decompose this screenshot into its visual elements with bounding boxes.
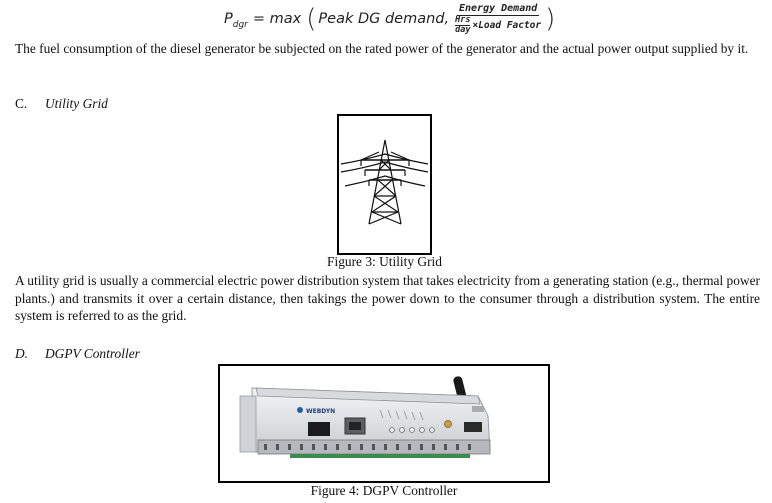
- figure-caption-4: Figure 4: DGPV Controller: [310, 483, 458, 498]
- eq-hrs-per-day: Hrs day: [455, 15, 471, 35]
- eq-operator: = max: [252, 11, 302, 27]
- eq-arg1: Peak DG demand,: [318, 11, 450, 27]
- controller-device-image: WEBDYN: [239, 376, 491, 458]
- section-number: C.: [15, 96, 28, 111]
- figure-utility-grid: [337, 114, 432, 255]
- eq-frac-numerator: Energy Demand: [456, 3, 540, 16]
- eq-load-factor: ×Load Factor: [472, 19, 542, 31]
- paragraph-fuel-consumption: The fuel consumption of the diesel gener…: [15, 41, 749, 56]
- transmission-tower-icon: [340, 139, 429, 225]
- section-number: D.: [15, 346, 29, 361]
- equation-pdgr: Pdgr = max ( Peak DG demand, Energy Dema…: [224, 2, 557, 36]
- figure-dgpv-controller: WEBDYN: [218, 364, 550, 483]
- section-title: Utility Grid: [45, 96, 108, 111]
- section-title: DGPV Controller: [45, 346, 140, 361]
- eq-open-paren: (: [306, 4, 317, 34]
- eq-fraction: Energy Demand Hrs day ×Load Factor: [455, 3, 541, 35]
- paragraph-utility-grid: A utility grid is usually a commercial e…: [15, 273, 760, 323]
- device-brand-label: WEBDYN: [306, 408, 335, 415]
- figure-caption-3: Figure 3: Utility Grid: [327, 254, 442, 269]
- eq-lhs: Pdgr: [224, 11, 248, 30]
- eq-close-paren: ): [545, 4, 556, 34]
- section-heading-utility-grid: C. Utility Grid: [15, 96, 108, 112]
- section-heading-dgpv-controller: D. DGPV Controller: [15, 346, 140, 362]
